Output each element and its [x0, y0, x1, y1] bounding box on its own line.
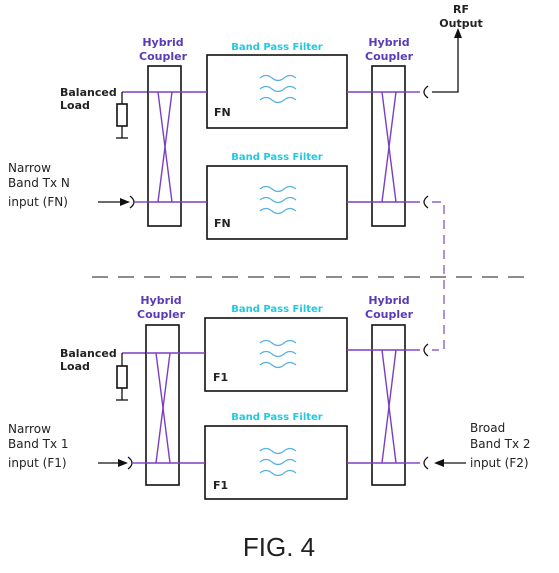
coupler-label-bottom-left-1: Hybrid [140, 294, 181, 307]
band-pass-filter-fn-2: FN [181, 165, 372, 240]
hybrid-coupler-bottom-left [145, 324, 180, 486]
balanced-load-bottom-resistor [116, 352, 146, 401]
filter-label-f1-1: Band Pass Filter [231, 304, 323, 315]
coupler-label-bottom-left-2: Coupler [137, 308, 186, 321]
coupler-label-bottom-right-2: Coupler [365, 308, 414, 321]
input-fn-line-3: input (FN) [8, 195, 68, 209]
connector-top-right-1 [423, 85, 429, 99]
balanced-load-bottom-1: Balanced [60, 347, 117, 360]
figure-caption: FIG. 4 [243, 532, 315, 562]
hybrid-coupler-top-left [147, 65, 182, 227]
input-f2-line-2: Band Tx 2 [470, 437, 531, 451]
balanced-load-top-2: Load [60, 99, 90, 112]
input-f1-line-1: Narrow [8, 422, 51, 436]
connector-bottom-right-1 [423, 343, 429, 357]
filter-fn-2-label: FN [214, 217, 231, 230]
coupler-label-top-left-1: Hybrid [142, 36, 183, 49]
input-f2-line-1: Broad [470, 421, 505, 435]
filter-label-f1-2: Band Pass Filter [231, 412, 323, 423]
rf-output-label-2: Output [439, 17, 482, 30]
input-f1-arrow [98, 456, 146, 470]
band-pass-filter-f1-2: F1 [179, 425, 372, 500]
balanced-load-bottom-2: Load [60, 360, 90, 373]
input-f1-line-2: Band Tx 1 [8, 437, 69, 451]
input-f2-arrow [434, 459, 466, 467]
input-f1-line-3: input (F1) [8, 456, 67, 470]
connector-top-right-2 [423, 195, 429, 209]
band-pass-filter-f1-1: F1 [179, 317, 372, 392]
dashed-link [432, 201, 445, 351]
filter-f1-1-label: F1 [213, 371, 228, 384]
coupler-label-bottom-right-1: Hybrid [368, 294, 409, 307]
input-fn-arrow [98, 195, 148, 209]
balanced-load-top-resistor [116, 91, 148, 139]
coupler-label-top-left-2: Coupler [139, 50, 188, 63]
hybrid-coupler-bottom-right [371, 324, 406, 486]
filter-f1-2-label: F1 [213, 479, 228, 492]
input-fn-line-1: Narrow [8, 161, 51, 175]
filter-label-fn-2: Band Pass Filter [231, 152, 323, 163]
coupler-label-top-right-1: Hybrid [368, 36, 409, 49]
balanced-load-top-1: Balanced [60, 86, 117, 99]
input-fn-line-2: Band Tx N [8, 176, 70, 190]
hybrid-coupler-top-right [371, 65, 406, 227]
connector-bottom-right-2 [423, 456, 429, 470]
rf-output-label-1: RF [453, 3, 469, 16]
band-pass-filter-fn-1: FN [181, 54, 372, 129]
filter-label-fn-1: Band Pass Filter [231, 42, 323, 53]
input-f2-line-3: input (F2) [470, 456, 529, 470]
coupler-label-top-right-2: Coupler [365, 50, 414, 63]
filter-fn-1-label: FN [214, 106, 231, 119]
rf-output-arrow [432, 28, 462, 93]
